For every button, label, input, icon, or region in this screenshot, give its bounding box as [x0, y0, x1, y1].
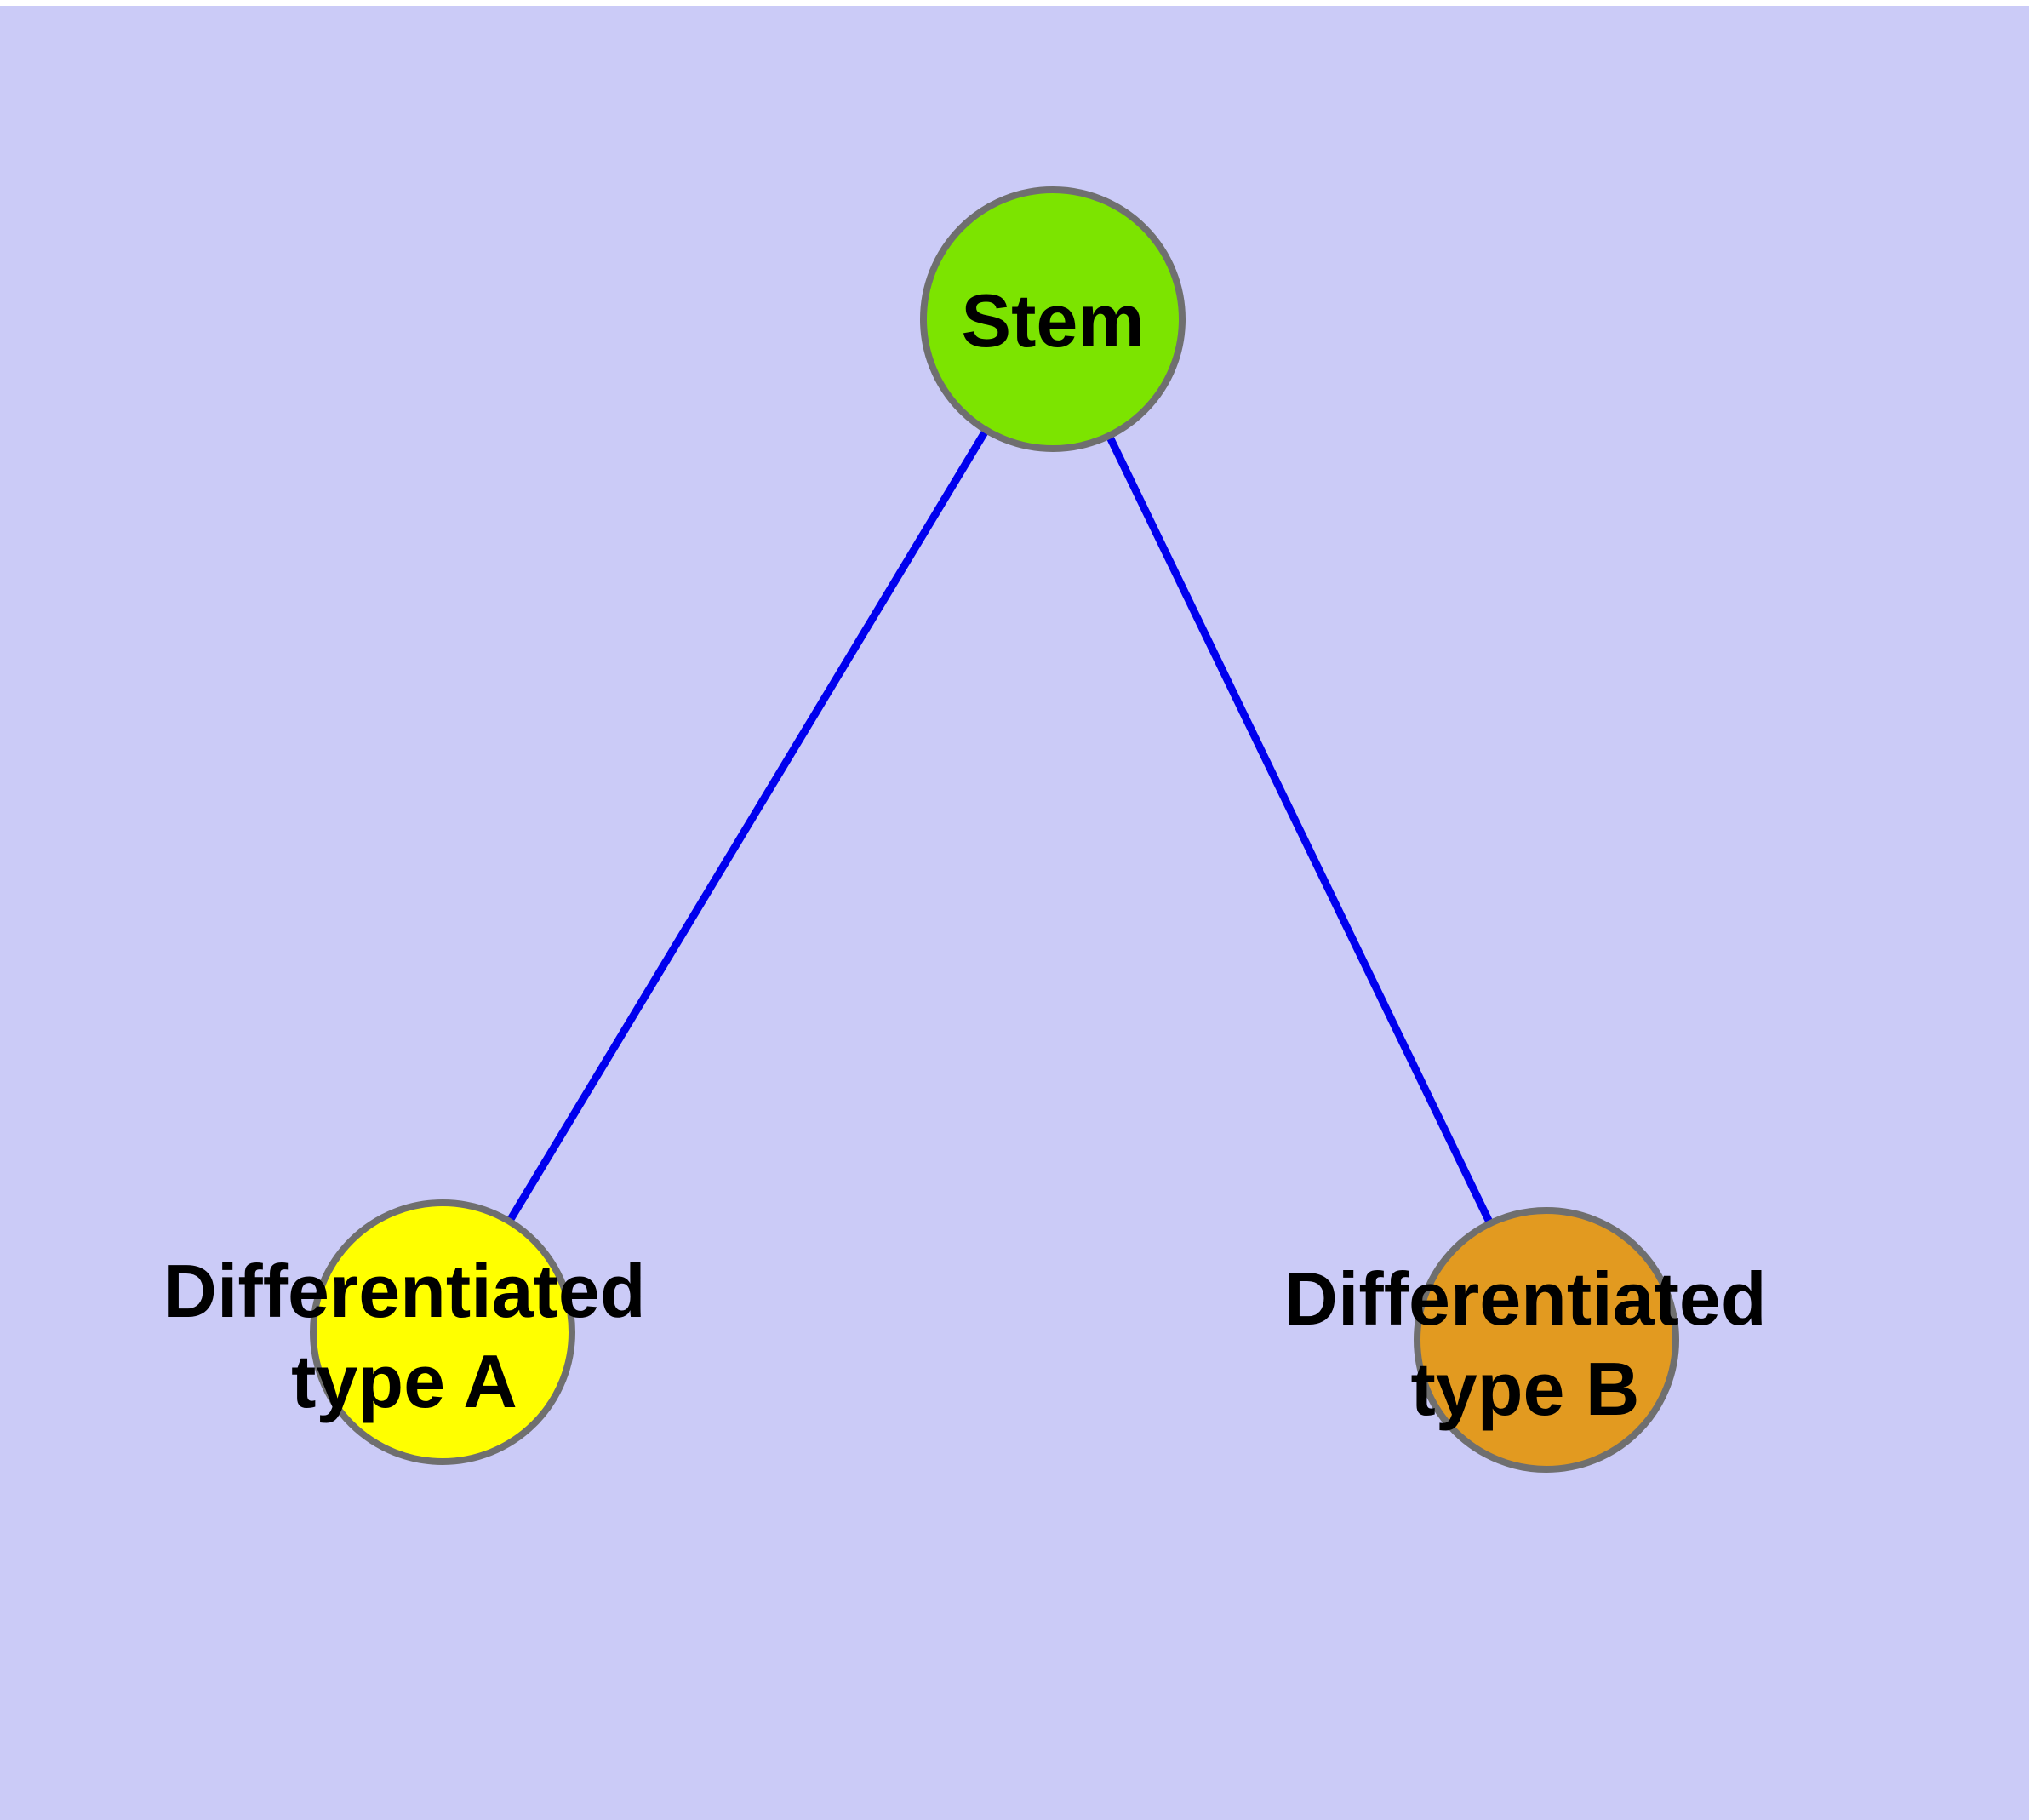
node-stem: Stem [920, 186, 1186, 452]
node-type-a-label-line2: type A [291, 1339, 517, 1423]
node-type-a-label-line1: Differentiated [163, 1249, 645, 1333]
node-type-b-circle [1414, 1207, 1679, 1473]
node-type-b-label-line1: Differentiated [1283, 1256, 1766, 1341]
node-stem-label: Stem [961, 278, 1144, 363]
node-type-b-label-line2: type B [1411, 1347, 1640, 1431]
edge-stem-to-type-b [1049, 318, 1551, 1342]
node-type-a: Differentiated type A [163, 1199, 646, 1465]
node-type-a-circle [310, 1199, 575, 1465]
node-type-b: Differentiated type B [1283, 1207, 1767, 1473]
edge-stem-to-type-a [439, 317, 1056, 1335]
top-border-strip [0, 0, 2029, 6]
node-stem-circle [920, 186, 1186, 452]
